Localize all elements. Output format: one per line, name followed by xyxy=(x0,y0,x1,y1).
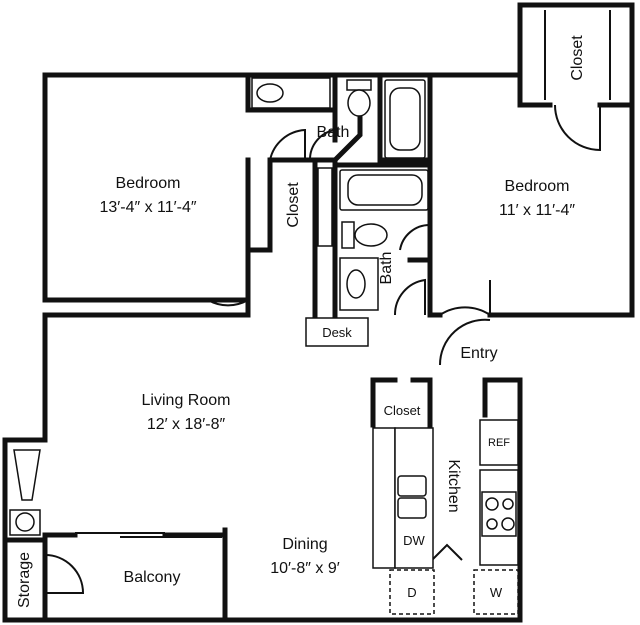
dryer-label: D xyxy=(407,585,416,600)
bath-mid-fixtures xyxy=(339,169,429,311)
washer-outline xyxy=(473,569,519,615)
doors xyxy=(44,104,601,594)
bath-mid-door-2 xyxy=(393,278,426,316)
refrigerator xyxy=(479,419,519,466)
balcony-slider xyxy=(75,532,222,538)
fixture-labels: Bath Bath Closet Closet Closet Desk REF … xyxy=(285,35,586,600)
room-labels: Bedroom 13′-4″ x 11′-4″ Bedroom 11′ x 11… xyxy=(16,175,575,608)
storage-door xyxy=(44,554,85,594)
living-room-size: 12′ x 18′-8″ xyxy=(147,416,226,433)
fireplace-icon xyxy=(13,449,41,501)
toilet-mid-icon xyxy=(354,223,388,247)
closet-rod xyxy=(317,167,333,247)
sink-top-icon xyxy=(256,83,284,103)
dining-size: 10′-8″ x 9′ xyxy=(270,560,339,577)
bath-top-label: Bath xyxy=(317,124,350,141)
kitchen-fixtures xyxy=(372,419,519,615)
toilet-top-icon xyxy=(347,89,371,117)
toilet-tank-top-icon xyxy=(346,79,372,91)
bath-mid-label: Bath xyxy=(378,252,395,285)
bedroom-right-door xyxy=(439,280,491,317)
closet-left-door xyxy=(269,128,306,161)
bath-top-fixtures xyxy=(251,77,426,159)
desk-label: Desk xyxy=(322,325,352,340)
storage-label: Storage xyxy=(16,552,33,608)
sink-mid-icon xyxy=(346,269,366,299)
kitchen-counter-left xyxy=(372,427,396,569)
closet-kitchen-label: Closet xyxy=(384,403,421,418)
entry-label: Entry xyxy=(460,345,497,362)
refrigerator-label: REF xyxy=(488,437,510,449)
desk xyxy=(305,317,369,347)
living-room-name: Living Room xyxy=(142,392,231,409)
dining-name: Dining xyxy=(282,536,327,553)
dryer-outline xyxy=(389,569,435,615)
closet-left-label: Closet xyxy=(285,182,302,228)
kitchen-label: Kitchen xyxy=(445,459,462,512)
bedroom-right-name: Bedroom xyxy=(505,178,570,195)
washer-label: W xyxy=(490,585,503,600)
storage-fixtures xyxy=(9,449,41,536)
bedroom-left-size: 13′-4″ x 11′-4″ xyxy=(99,199,196,216)
dishwasher-label: DW xyxy=(403,533,425,548)
kitchen-sink-icon xyxy=(397,475,427,497)
bath-mid-door xyxy=(399,223,431,260)
bath-top-door xyxy=(308,129,336,161)
bedroom-right-size: 11′ x 11′-4″ xyxy=(499,202,575,219)
kitchen-pass xyxy=(431,543,463,561)
closet-right-label: Closet xyxy=(569,35,586,81)
water-heater-icon xyxy=(15,512,35,532)
bedroom-left-door xyxy=(207,265,249,307)
bedroom-left-name: Bedroom xyxy=(116,175,181,192)
entry-door xyxy=(438,318,491,366)
balcony-label: Balcony xyxy=(124,569,181,586)
closet-right-door xyxy=(554,104,601,152)
toilet-tank-mid-icon xyxy=(341,221,355,249)
